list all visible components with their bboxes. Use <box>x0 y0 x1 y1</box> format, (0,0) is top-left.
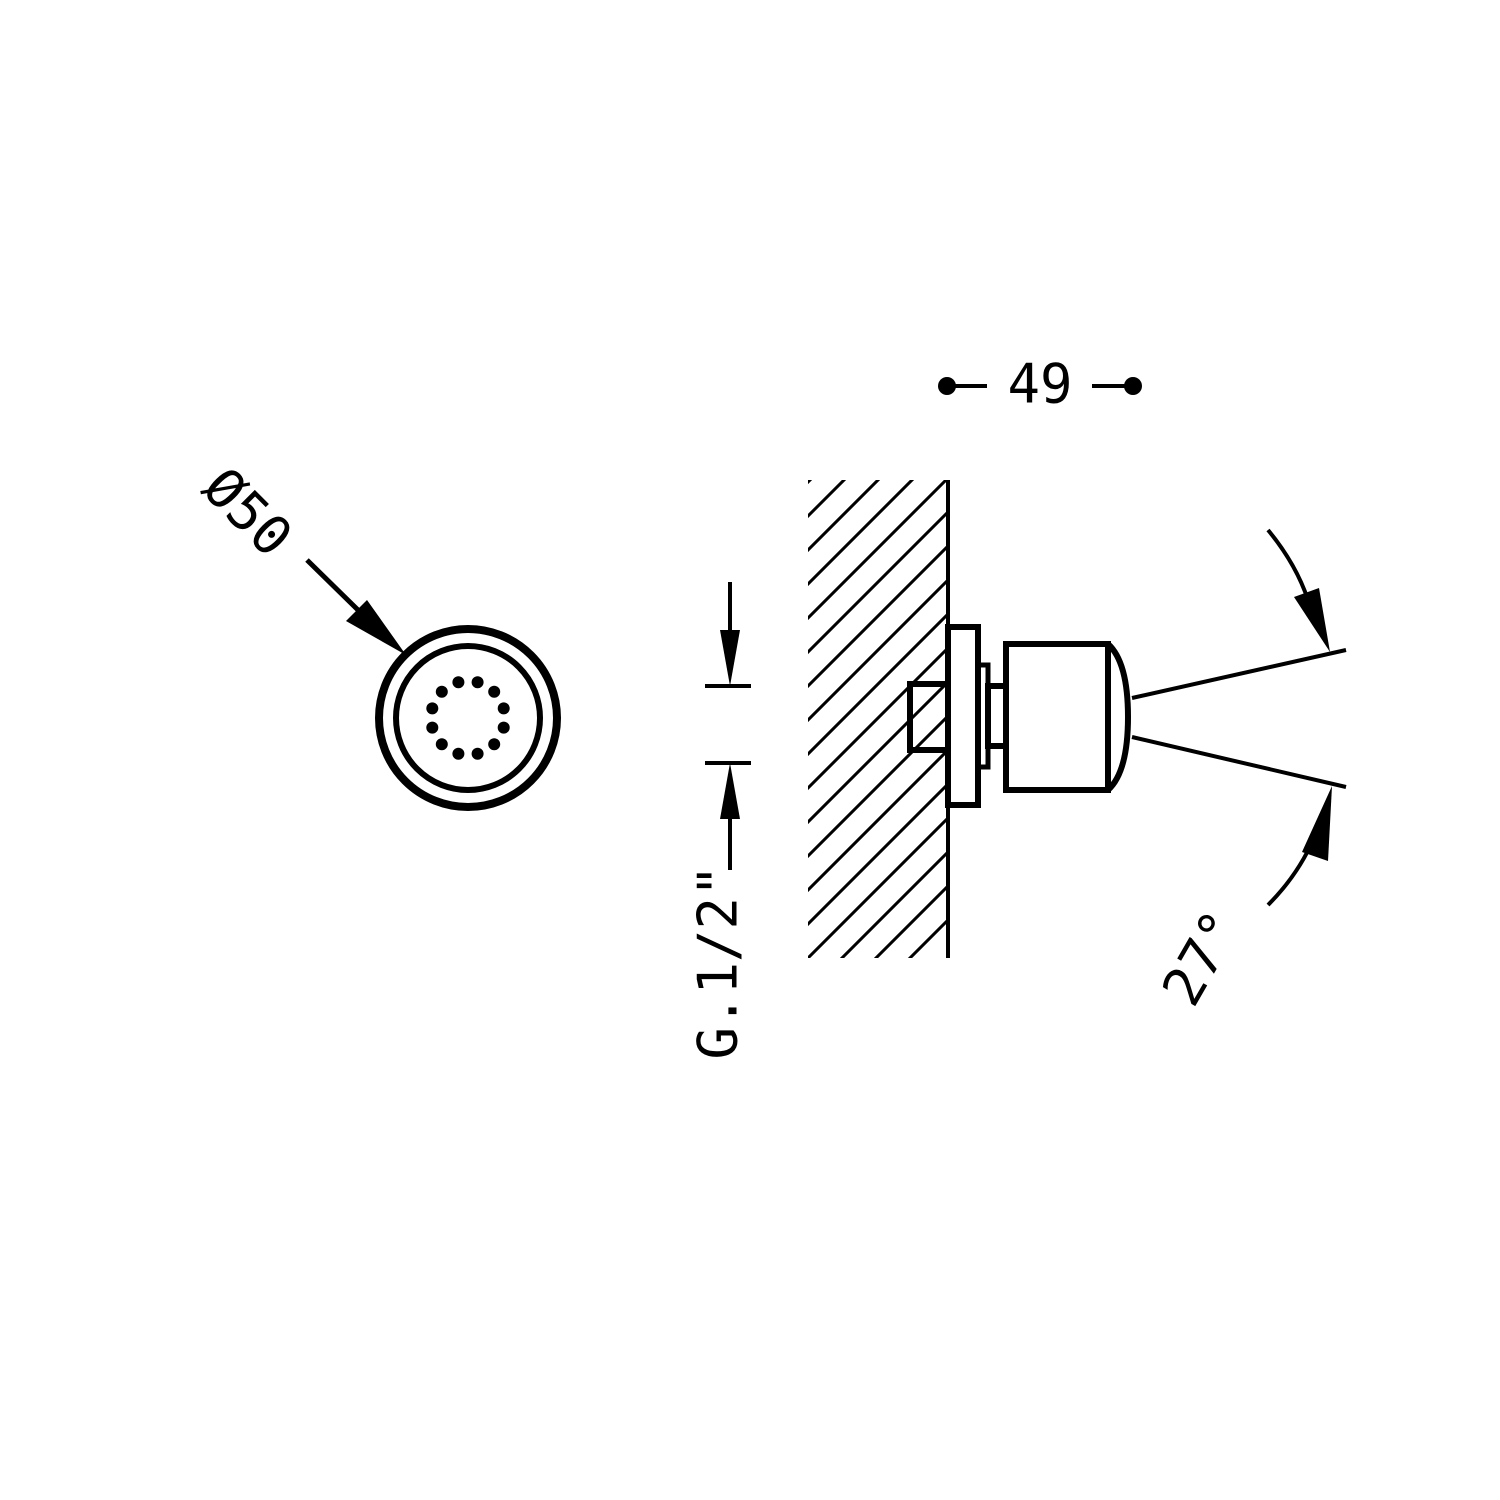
hatch-line <box>808 543 948 689</box>
thread-label: G.1/2" <box>687 864 750 1059</box>
nozzle-body <box>907 624 1132 808</box>
thread-stub <box>907 681 951 753</box>
nozzle-hole <box>497 721 510 734</box>
hatch-line <box>873 883 948 958</box>
side-view: 49 G.1/2" <box>687 353 1347 1060</box>
nozzle-hole <box>426 721 439 734</box>
nozzle-holes <box>426 676 510 760</box>
spray-line-lower <box>1131 735 1347 789</box>
hatch-line <box>839 849 948 958</box>
hatch-line <box>808 611 948 757</box>
nozzle-hole <box>452 676 465 689</box>
mounting-flange <box>945 624 981 808</box>
width-dim-end-dot <box>1124 377 1142 395</box>
nozzle-hole <box>435 738 448 751</box>
diameter-arrowhead <box>346 600 406 655</box>
wall-section <box>808 480 950 958</box>
width-dimension: 49 <box>938 353 1142 416</box>
thread-arrowhead-bottom <box>720 763 740 819</box>
nozzle-inner-ring <box>393 643 543 793</box>
hatch-line <box>808 781 948 927</box>
thread-arrowhead-top <box>720 630 740 686</box>
hatch-line <box>808 815 948 958</box>
spray-angle-label: 27° <box>1150 900 1253 1016</box>
hatch-line <box>808 645 948 791</box>
hatch-line <box>808 480 881 553</box>
hatch-line <box>808 509 948 655</box>
nozzle-head <box>1003 641 1111 793</box>
nozzle-hole <box>471 747 484 760</box>
wall-hatching <box>808 480 948 958</box>
nozzle-hole <box>497 702 510 715</box>
angle-arrowhead-upper <box>1294 588 1330 652</box>
nozzle-hole <box>426 702 439 715</box>
nozzle-hole <box>435 685 448 698</box>
angle-arc-upper <box>1266 528 1310 601</box>
width-label: 49 <box>1007 353 1072 416</box>
hatch-line <box>808 480 847 519</box>
thread-dimension: G.1/2" <box>687 582 751 1060</box>
front-view: Ø50 <box>191 456 561 811</box>
nozzle-outer-ring <box>375 625 561 811</box>
hatch-line <box>808 713 948 859</box>
nozzle-hole <box>488 685 501 698</box>
nozzle-hole <box>452 747 465 760</box>
hatch-line <box>808 480 948 621</box>
nozzle-hole <box>488 738 501 751</box>
spray-line-upper <box>1131 648 1347 700</box>
nozzle-hole <box>471 676 484 689</box>
spray-angle: 27° <box>1131 528 1347 1016</box>
diameter-label: Ø50 <box>191 456 305 570</box>
diameter-leader-line <box>305 558 360 612</box>
hatch-line <box>808 480 813 485</box>
hatch-line <box>808 480 915 587</box>
hatch-line <box>907 917 948 958</box>
angle-arrowhead-lower <box>1302 786 1332 861</box>
nozzle-dome <box>1105 641 1132 793</box>
